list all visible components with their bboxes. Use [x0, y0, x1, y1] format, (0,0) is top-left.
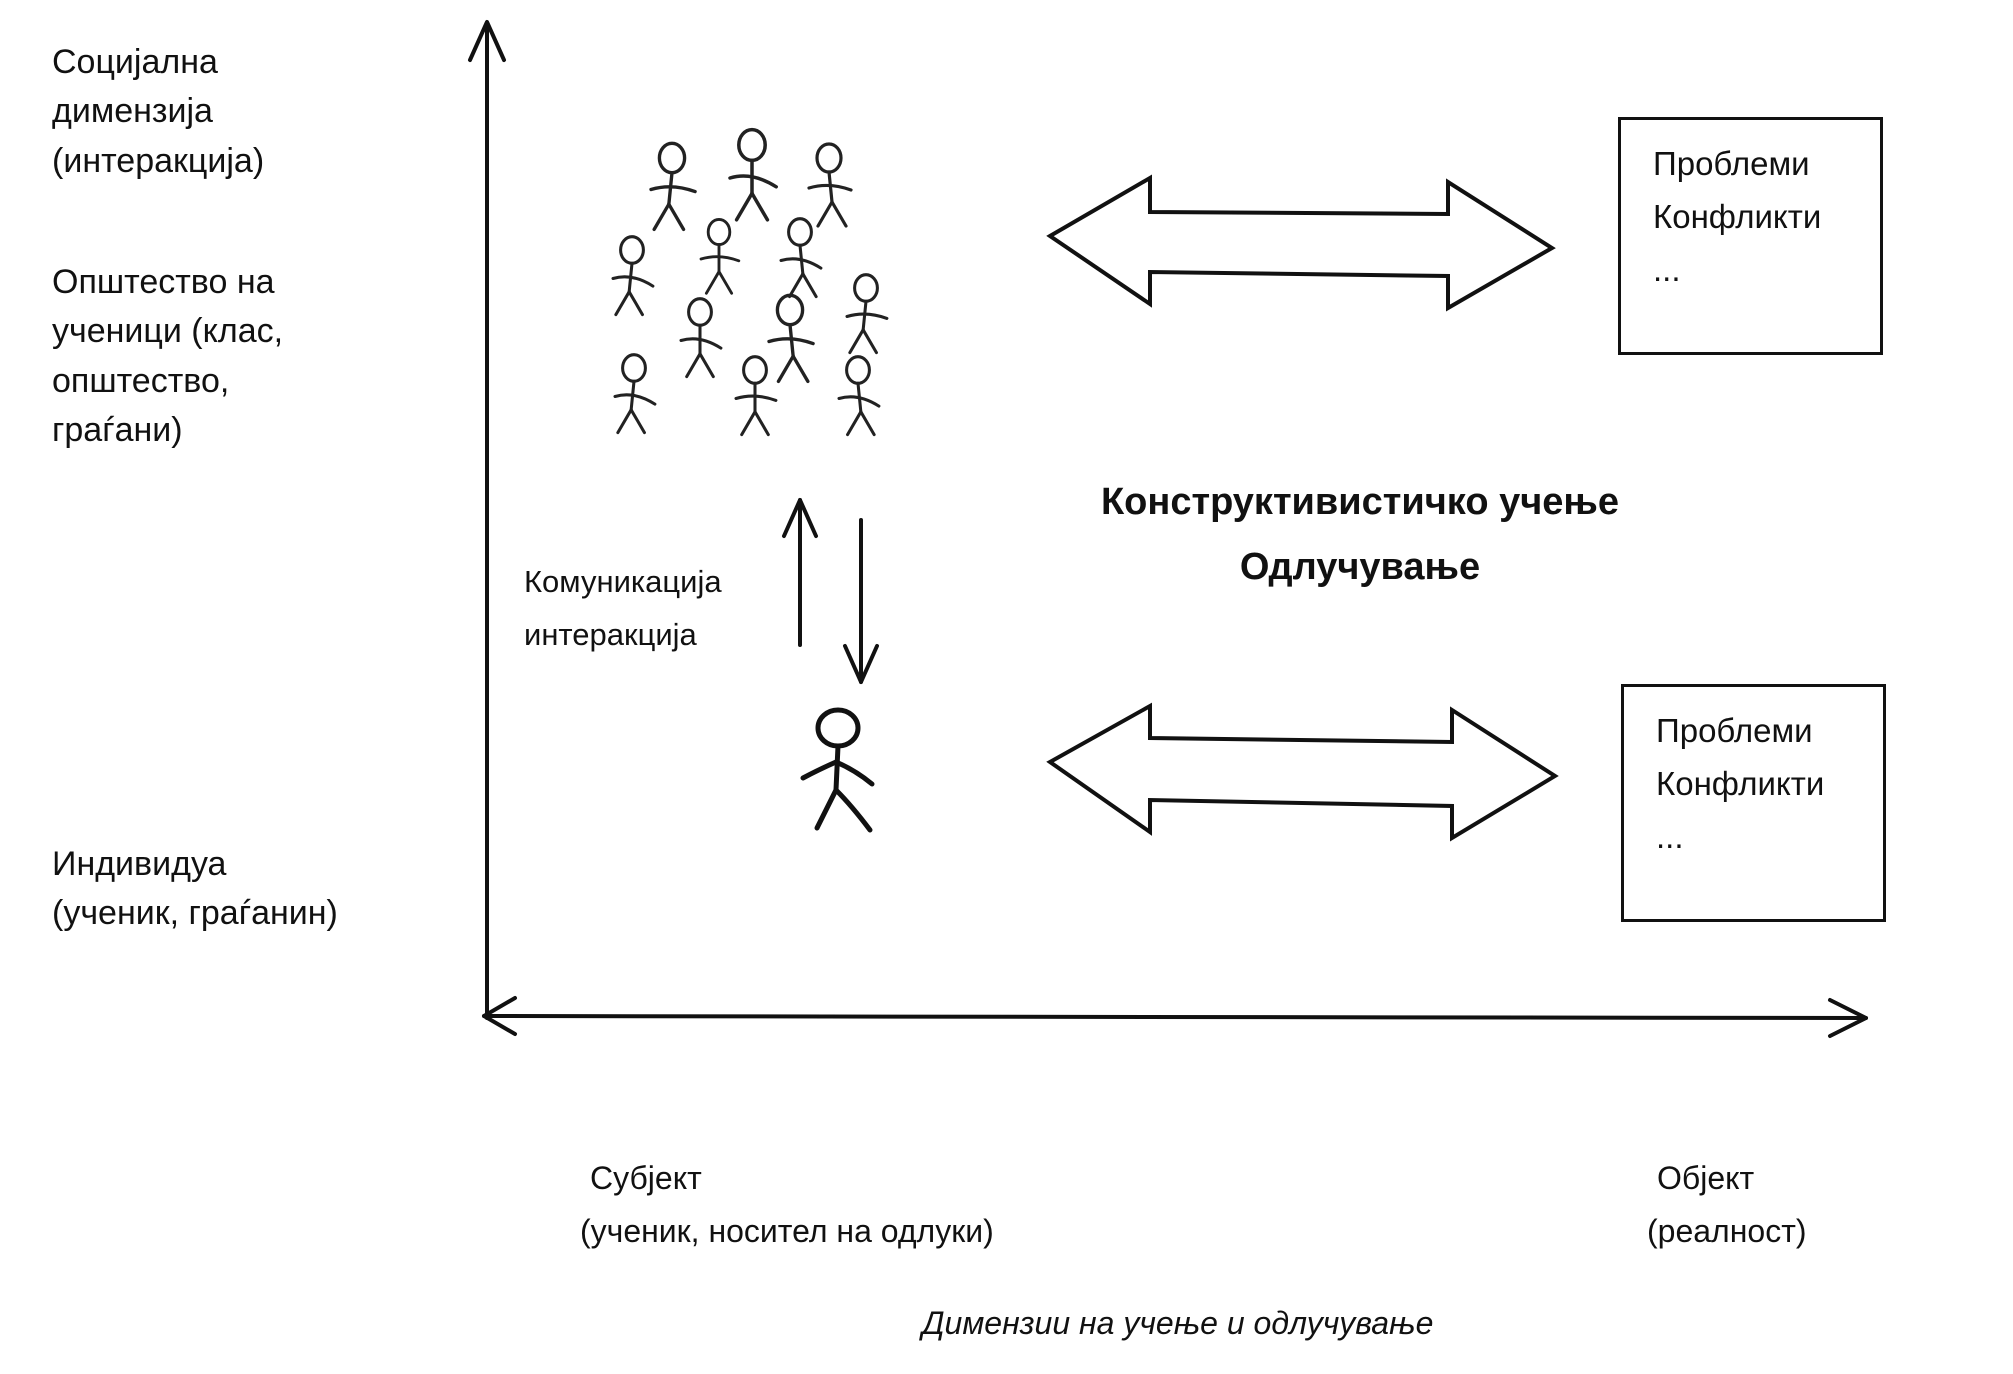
- problems-box-bottom: Проблеми Конфликти ...: [1621, 684, 1886, 922]
- communication-down-arrowhead: [843, 644, 879, 684]
- crowd-stick-figure: [728, 127, 778, 222]
- double-headed-arrow-icon-top: [1046, 174, 1556, 312]
- figure-caption: Димензии на учење и одлучување: [922, 1305, 1434, 1341]
- crowd-stick-figure: [767, 293, 815, 384]
- y-bot-line-1: Индивидуа: [52, 845, 227, 883]
- problems-box-top: Проблеми Конфликти ...: [1618, 117, 1883, 355]
- y-mid-line-1: Општество на: [52, 263, 275, 301]
- box-top-line-1: Проблеми: [1653, 145, 1810, 182]
- y-axis-mid-label: Општество на ученици (клас, општество, г…: [52, 258, 283, 455]
- crowd-stick-figure: [699, 217, 741, 295]
- crowd-stick-figure: [734, 355, 778, 437]
- center-title-line-1: Конструктивистичко учење: [1100, 481, 1619, 523]
- y-axis-arrowhead: [468, 20, 506, 62]
- crowd-stick-figure: [845, 273, 889, 355]
- center-title-line-2: Одлучување: [1239, 545, 1481, 588]
- crowd-stick-figure: [779, 217, 823, 299]
- stick-figure-icon: [800, 707, 875, 833]
- y-top-line-3: (интеракција): [52, 141, 265, 180]
- x-axis-left-label: Субјект (ученик, носител на одлуки): [580, 1152, 994, 1258]
- center-title: Конструктивистичко учење Одлучување: [1020, 470, 1700, 599]
- x-axis-origin-arrowhead: [482, 996, 517, 1036]
- box-bot-line-3: ...: [1656, 817, 1684, 855]
- x-right-line-2: (реалност): [1647, 1212, 1807, 1249]
- communication-line-1: Комуникација: [524, 564, 722, 599]
- crowd-stick-figure: [837, 355, 881, 437]
- y-top-line-1: Социјална: [52, 43, 218, 81]
- y-axis-bottom-label: Индивидуа (ученик, граѓанин): [52, 840, 338, 939]
- x-axis-line: [482, 1014, 1868, 1020]
- box-bot-line-1: Проблеми: [1656, 712, 1813, 749]
- crowd-stick-figure: [611, 235, 655, 317]
- group-of-stick-figures-icon: [611, 127, 889, 437]
- communication-line-2: интеракција: [524, 616, 697, 652]
- x-right-line-1: Објект: [1657, 1160, 1755, 1196]
- x-left-line-2: (ученик, носител на одлуки): [580, 1212, 994, 1249]
- x-left-line-1: Субјект: [590, 1160, 702, 1196]
- y-mid-line-2: ученици (клас,: [52, 312, 284, 351]
- x-axis-right-label: Објект (реалност): [1647, 1152, 1807, 1258]
- crowd-stick-figure: [679, 297, 723, 379]
- crowd-stick-figure: [613, 353, 657, 435]
- crowd-stick-figure: [649, 141, 697, 232]
- communication-label: Комуникација интеракција: [524, 556, 722, 661]
- y-mid-line-3: општество,: [52, 361, 230, 400]
- double-headed-arrow-icon-bottom: [1046, 702, 1559, 842]
- y-mid-line-4: граѓани): [52, 410, 183, 449]
- y-axis-top-label: Социјална димензија (интеракција): [52, 38, 264, 186]
- x-axis-arrowhead: [1828, 998, 1868, 1038]
- communication-up-arrowhead: [782, 498, 818, 538]
- box-bot-line-2: Конфликти: [1656, 764, 1825, 802]
- crowd-stick-figure: [807, 142, 853, 228]
- box-top-line-3: ...: [1653, 250, 1681, 288]
- y-top-line-2: димензија: [52, 92, 213, 131]
- y-bot-line-2: (ученик, граѓанин): [52, 894, 338, 933]
- box-top-line-2: Конфликти: [1653, 197, 1822, 235]
